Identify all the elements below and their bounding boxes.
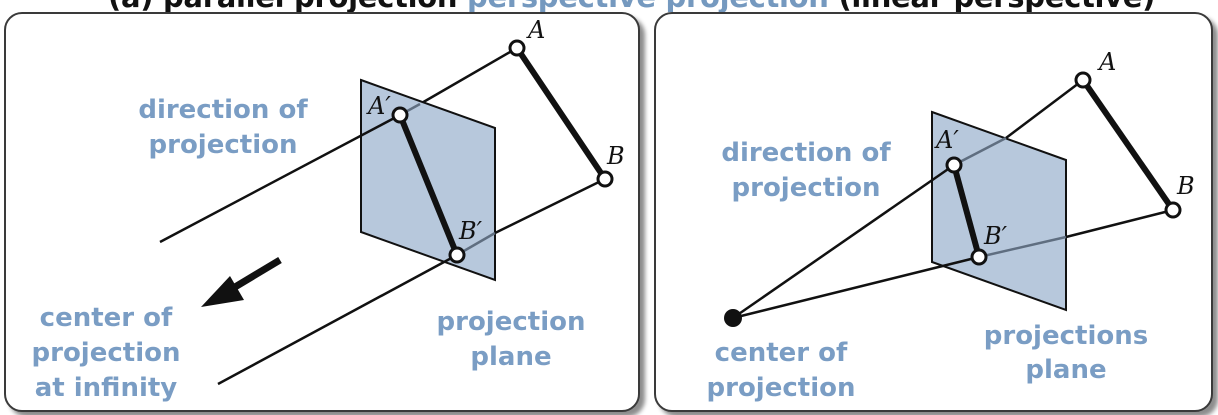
parallel-projection-panel: A B A′ B′ direction of projection center… — [4, 12, 640, 412]
segment-ab — [514, 46, 608, 181]
projector-b-back — [1065, 208, 1174, 239]
projector-a-back — [1005, 79, 1084, 139]
perspective-projection-panel: A B A′ B′ direction of projection center… — [654, 12, 1213, 412]
direction-label-line1: direction of — [138, 95, 308, 125]
point-a-prime — [945, 156, 963, 174]
parallel-projection-diagram: A B A′ B′ direction of projection center… — [32, 16, 625, 403]
center-label-line1: center of — [40, 303, 173, 333]
label-a-prime: A′ — [934, 126, 959, 154]
projector-a-inside — [953, 136, 1007, 167]
point-b — [1164, 201, 1182, 219]
label-b: B — [1176, 172, 1195, 200]
label-a: A — [1097, 48, 1116, 76]
perspective-projection-diagram: A B A′ B′ direction of projection center… — [707, 48, 1195, 403]
title-part-linear: (linear perspective) — [838, 0, 1155, 12]
segment-ab-prime — [397, 113, 460, 257]
figure-header: (a) parallel projection perspective proj… — [0, 0, 1218, 12]
center-label-line1: center of — [715, 338, 848, 368]
label-b-prime: B′ — [458, 217, 483, 245]
projector-a-back — [419, 46, 518, 106]
center-label-line2: projection — [707, 373, 856, 403]
projector-a-front — [732, 163, 955, 320]
segment-ab — [1080, 78, 1176, 212]
point-a — [508, 39, 526, 57]
projector-b-back — [494, 177, 606, 235]
label-a-prime: A′ — [366, 92, 391, 120]
label-b: B — [606, 142, 625, 170]
direction-arrow-shaft — [228, 256, 282, 294]
center-point — [724, 309, 742, 327]
point-a-prime — [391, 106, 409, 124]
projector-a-front — [159, 113, 401, 244]
center-label-line2: projection — [32, 338, 181, 368]
direction-arrow-head — [201, 276, 244, 307]
center-label-line3: at infinity — [35, 373, 178, 403]
title-part-perspective: perspective projection — [467, 0, 829, 12]
plane-label-line1: projections — [984, 321, 1148, 351]
plane-label-line2: plane — [1025, 355, 1106, 385]
plane-label-line1: projection — [437, 307, 586, 337]
direction-label-line2: projection — [149, 130, 298, 160]
segment-ab-prime — [951, 164, 982, 258]
projector-b-inside — [978, 235, 1067, 259]
figure-title: (a) parallel projection perspective proj… — [108, 0, 1155, 12]
plane-label-line2: plane — [470, 342, 551, 372]
label-b-prime: B′ — [983, 222, 1008, 250]
projector-b-front — [217, 253, 458, 386]
title-part-parallel: (a) parallel projection — [108, 0, 458, 12]
point-b-prime — [970, 248, 988, 266]
label-a: A — [526, 16, 545, 44]
point-a — [1074, 71, 1092, 89]
point-b-prime — [448, 246, 466, 264]
projector-b-front — [732, 255, 980, 320]
direction-label-line2: projection — [732, 173, 881, 203]
point-b — [596, 170, 614, 188]
direction-label-line1: direction of — [721, 138, 891, 168]
